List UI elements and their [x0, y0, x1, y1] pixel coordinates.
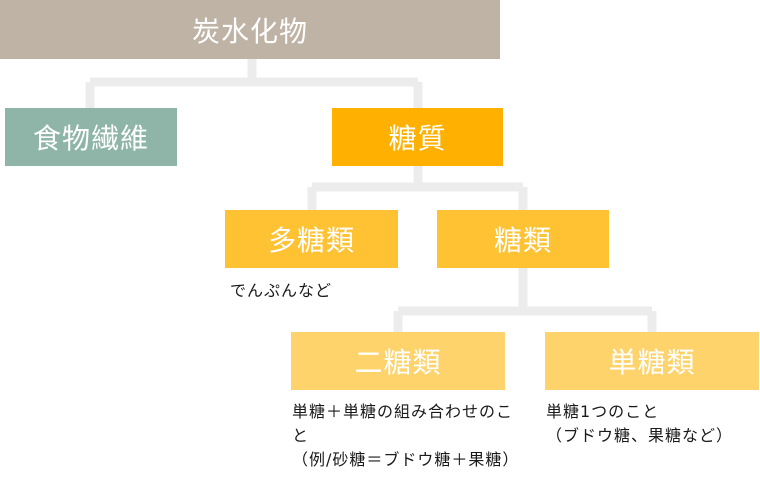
note-polysaccharide: でんぷんなど — [230, 281, 333, 300]
node-dietary-fiber-label: 食物繊維 — [32, 122, 149, 155]
node-sugar-label: 糖質 — [388, 122, 447, 155]
note-disaccharide: 単糖＋単糖の組み合わせのこと （例/砂糖＝ブドウ糖＋果糖） — [292, 402, 520, 469]
node-carbohydrate: 炭水化物 — [0, 0, 500, 59]
node-monosaccharide-label: 単糖類 — [608, 346, 696, 379]
node-sugar: 糖質 — [332, 108, 503, 166]
note-monosaccharide: 単糖1つのこと （ブドウ糖、果糖など） — [546, 402, 734, 445]
node-polysaccharide-label: 多糖類 — [267, 224, 355, 257]
node-disaccharide: 二糖類 — [291, 332, 505, 390]
node-monosaccharide: 単糖類 — [545, 332, 759, 390]
node-disaccharide-label: 二糖類 — [354, 346, 442, 379]
node-saccharide-label: 糖類 — [493, 224, 552, 257]
node-saccharide: 糖類 — [437, 210, 609, 268]
node-polysaccharide: 多糖類 — [225, 210, 398, 268]
node-carbohydrate-label: 炭水化物 — [191, 14, 308, 48]
node-dietary-fiber: 食物繊維 — [5, 108, 177, 166]
